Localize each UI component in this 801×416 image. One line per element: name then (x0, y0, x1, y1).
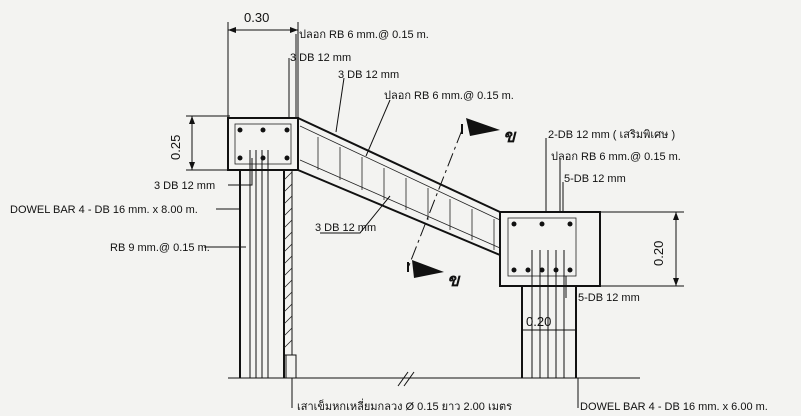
label-stirrup-top: ปลอก RB 6 mm.@ 0.15 m. (299, 29, 429, 41)
section-mark-bottom: ข (447, 270, 461, 291)
section-cut-line: ข ข (407, 118, 517, 291)
label-5db12-bottom: 5-DB 12 mm (578, 292, 640, 304)
label-5db12-top: 5-DB 12 mm (564, 173, 626, 185)
label-3db12-a: 3 DB 12 mm (290, 52, 351, 64)
section-mark-top: ข (503, 126, 517, 147)
label-stirrup-slope: ปลอก RB 6 mm.@ 0.15 m. (384, 90, 514, 102)
label-3db12-left: 3 DB 12 mm (154, 180, 215, 192)
label-extra-bar: 2-DB 12 mm ( เสริมพิเศษ ) (548, 129, 675, 141)
label-stirrup-right: ปลอก RB 6 mm.@ 0.15 m. (551, 151, 681, 163)
label-3db12-bottom: 3 DB 12 mm (315, 222, 376, 234)
left-beam-section (227, 117, 299, 379)
label-pile-note: เสาเข็มหกเหลี่ยมกลวง Ø 0.15 ยาว 2.00 เมต… (297, 398, 512, 413)
right-width-value: 0.20 (526, 314, 551, 329)
top-width-dimension: 0.30 (227, 10, 299, 118)
right-height-dimension: 0.20 (600, 211, 684, 287)
label-rb9: RB 9 mm.@ 0.15 m. (110, 242, 210, 254)
left-height-dimension: 0.25 (168, 115, 230, 171)
inclined-slab (297, 117, 501, 256)
label-3db12-b: 3 DB 12 mm (338, 69, 399, 81)
right-height-value: 0.20 (651, 241, 666, 266)
right-footing-section (499, 211, 601, 378)
label-dowel-left: DOWEL BAR 4 - DB 16 mm. x 8.00 m. (10, 204, 198, 216)
top-width-value: 0.30 (244, 10, 269, 25)
left-height-value: 0.25 (168, 135, 183, 160)
leader-lines (204, 34, 579, 408)
label-dowel-right: DOWEL BAR 4 - DB 16 mm. x 6.00 m. (580, 401, 768, 413)
ground-line (228, 371, 640, 387)
right-width-dimension: 0.20 (522, 314, 576, 331)
